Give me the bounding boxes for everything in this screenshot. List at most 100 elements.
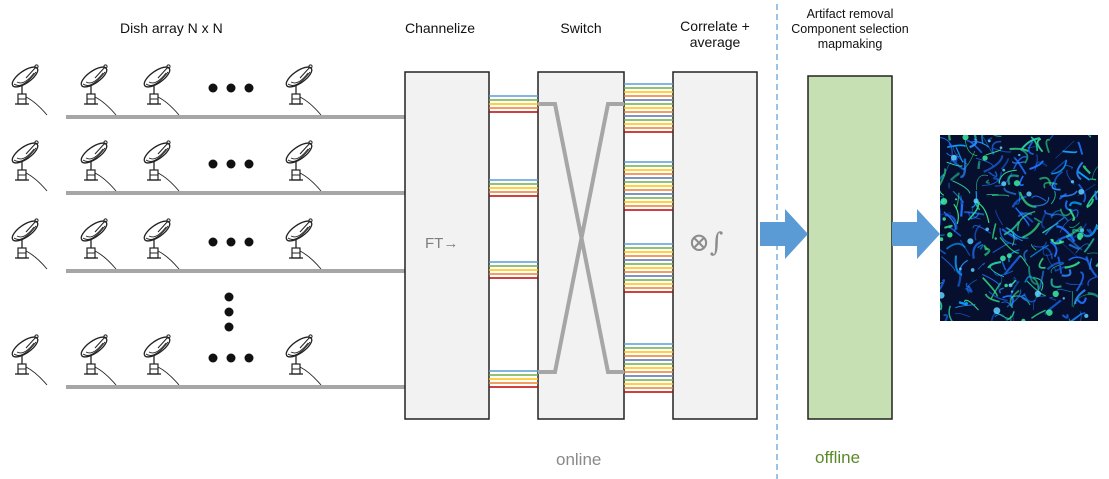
web-node: [1079, 228, 1085, 233]
web-filament: [952, 180, 971, 194]
web-filament: [940, 279, 946, 290]
web-filament: [972, 225, 992, 234]
offline-step-2: Component selection: [791, 22, 909, 36]
web-filament: [1009, 280, 1020, 300]
web-filament: [940, 212, 951, 216]
web-filament: [1023, 249, 1029, 262]
web-node: [987, 139, 991, 143]
web-filament: [1054, 265, 1066, 272]
web-filament: [982, 136, 993, 155]
web-node: [970, 268, 975, 272]
ellipsis-dot: [226, 83, 236, 93]
web-filament: [985, 179, 990, 184]
web-node: [994, 237, 997, 240]
web-filament: [945, 242, 966, 250]
web-filament: [1033, 296, 1045, 310]
web-filament: [1050, 213, 1069, 222]
web-filament: [967, 201, 980, 221]
dish-antenna-icon: [8, 218, 48, 270]
web-filament: [1031, 243, 1037, 251]
web-filament: [1087, 291, 1098, 299]
ellipsis-dot: [226, 353, 236, 363]
web-filament: [991, 194, 1010, 197]
switch-routing: [538, 102, 624, 374]
web-node: [1010, 290, 1014, 293]
web-filament: [1023, 293, 1037, 303]
channelize-box: [404, 71, 490, 420]
arrow-to-map: [892, 209, 940, 259]
web-filament: [975, 174, 989, 191]
web-filament: [982, 273, 1001, 287]
web-node: [1026, 191, 1032, 197]
web-node: [993, 307, 1001, 315]
web-filament: [1027, 143, 1040, 149]
correlate-label-line1: Correlate +: [680, 18, 750, 34]
web-filament: [1086, 198, 1095, 209]
web-filament: [988, 290, 1008, 302]
web-filament: [973, 135, 978, 141]
ellipsis-dot: [244, 237, 254, 247]
web-filament: [941, 256, 956, 272]
web-filament: [1003, 187, 1017, 196]
web-filament: [957, 270, 962, 287]
arrow-to-offline: [760, 209, 808, 259]
web-filament: [963, 299, 979, 311]
web-filament: [1051, 209, 1061, 219]
web-filament: [1076, 161, 1084, 181]
web-node: [1084, 313, 1089, 318]
ellipsis-dot: [208, 83, 218, 93]
web-filament: [981, 135, 985, 145]
web-filament: [982, 276, 998, 297]
web-filament: [1017, 212, 1033, 218]
web-filament: [977, 160, 981, 170]
dish-antenna-icon: [77, 218, 117, 270]
ft-label: FT→: [425, 235, 458, 252]
web-filament: [1011, 195, 1027, 208]
web-filament: [1033, 277, 1044, 291]
web-filament: [1012, 230, 1029, 239]
web-filament: [946, 161, 963, 167]
web-filament: [1020, 148, 1029, 164]
web-filament: [1051, 159, 1068, 175]
web-filament: [1024, 275, 1034, 283]
correlate-label-line2: average: [689, 34, 741, 50]
web-node: [947, 232, 953, 238]
web-filament: [1068, 243, 1080, 251]
web-filament: [958, 301, 969, 306]
channel-lines: [489, 83, 673, 393]
web-filament: [1049, 296, 1057, 301]
web-filament: [1028, 266, 1038, 286]
dish-antenna-icon: [282, 64, 322, 116]
web-node: [1070, 180, 1075, 184]
web-node: [1004, 283, 1008, 288]
web-filament: [977, 244, 984, 250]
web-filament: [1021, 222, 1041, 239]
web-filament: [1055, 140, 1075, 159]
web-filament: [1086, 228, 1093, 235]
web-filament: [1089, 178, 1097, 181]
dish-antenna-icon: [282, 218, 322, 270]
web-filament: [1032, 196, 1050, 207]
web-filament: [1082, 165, 1091, 175]
web-filament: [954, 312, 970, 318]
web-filament: [1077, 183, 1087, 203]
ellipsis-dot: [208, 159, 218, 169]
offline-step-1: Artifact removal: [806, 7, 894, 21]
web-node: [1059, 240, 1063, 244]
web-filament: [1095, 223, 1098, 231]
web-node: [940, 197, 948, 205]
web-filament: [948, 142, 953, 148]
web-filament: [987, 260, 1002, 269]
web-filament: [955, 304, 976, 309]
web-filament: [948, 135, 952, 141]
web-filament: [1019, 255, 1029, 267]
dish-antenna-icon: [140, 334, 180, 386]
ellipsis-dot: [226, 159, 236, 169]
web-filament: [1010, 319, 1012, 321]
web-filament: [1064, 164, 1074, 169]
web-filament: [1039, 176, 1052, 186]
web-filament: [1068, 222, 1080, 229]
dish-antenna-icon: [140, 218, 180, 270]
web-filament: [1077, 171, 1091, 181]
